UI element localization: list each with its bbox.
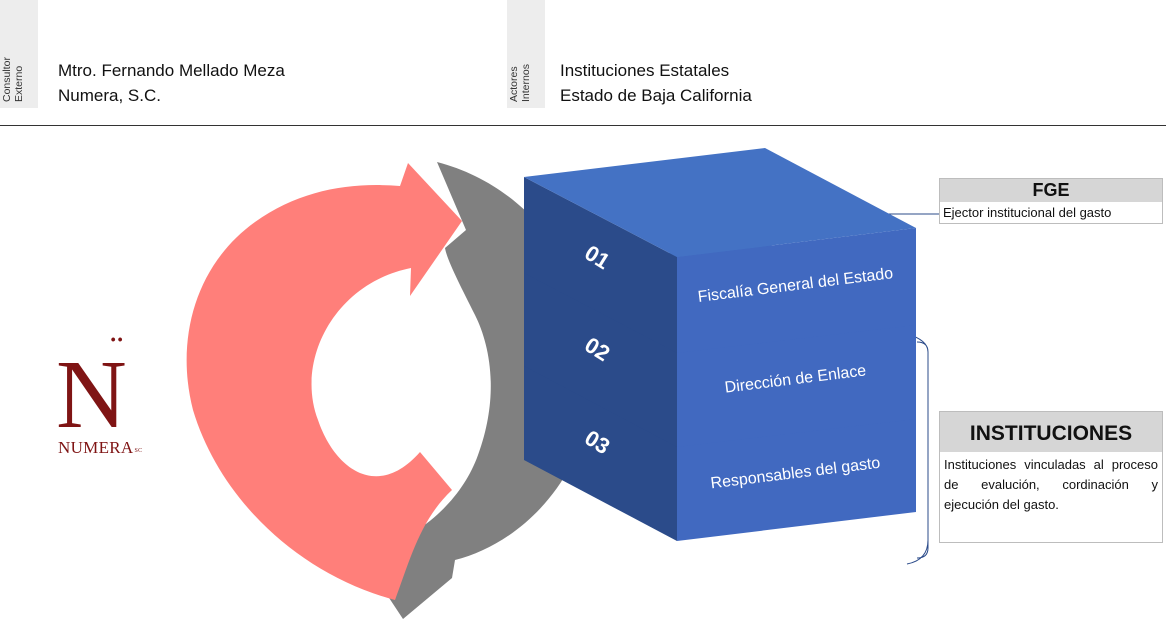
numera-logo: ¨ N NUMERASC [52, 327, 172, 458]
instituciones-card-title: INSTITUCIONES [940, 412, 1162, 452]
header-divider [0, 125, 1166, 126]
fge-card-title: FGE [940, 179, 1162, 202]
actors-line2: Estado de Baja California [560, 86, 752, 105]
actors-line1: Instituciones Estatales [560, 61, 730, 80]
fge-card-body: Ejector institucional del gasto [943, 205, 1112, 220]
logo-letter: N [56, 341, 127, 449]
actors-block: Instituciones Estatales Estado de Baja C… [560, 58, 752, 108]
consultant-block: Mtro. Fernando Mellado Meza Numera, S.C. [58, 58, 285, 108]
step-block-1 [524, 148, 916, 353]
logo-word: NUMERA [58, 438, 134, 457]
instituciones-card-body: Instituciones vinculadas al proceso de e… [944, 457, 1158, 512]
consultant-name: Mtro. Fernando Mellado Meza [58, 61, 285, 80]
logo-wordmark: NUMERASC [58, 438, 143, 458]
fge-card: FGE Ejector institucional del gasto [939, 178, 1163, 224]
actores-tab: Actores Internos [507, 0, 545, 108]
consultor-tab: Consultor Externo [0, 0, 38, 108]
red-cycle-arrow [186, 163, 462, 600]
instituciones-card: INSTITUCIONES Instituciones vinculadas a… [939, 411, 1163, 543]
logo-suffix: SC [134, 448, 143, 454]
consultant-company: Numera, S.C. [58, 86, 161, 105]
logo-dots: ¨ [110, 327, 126, 372]
